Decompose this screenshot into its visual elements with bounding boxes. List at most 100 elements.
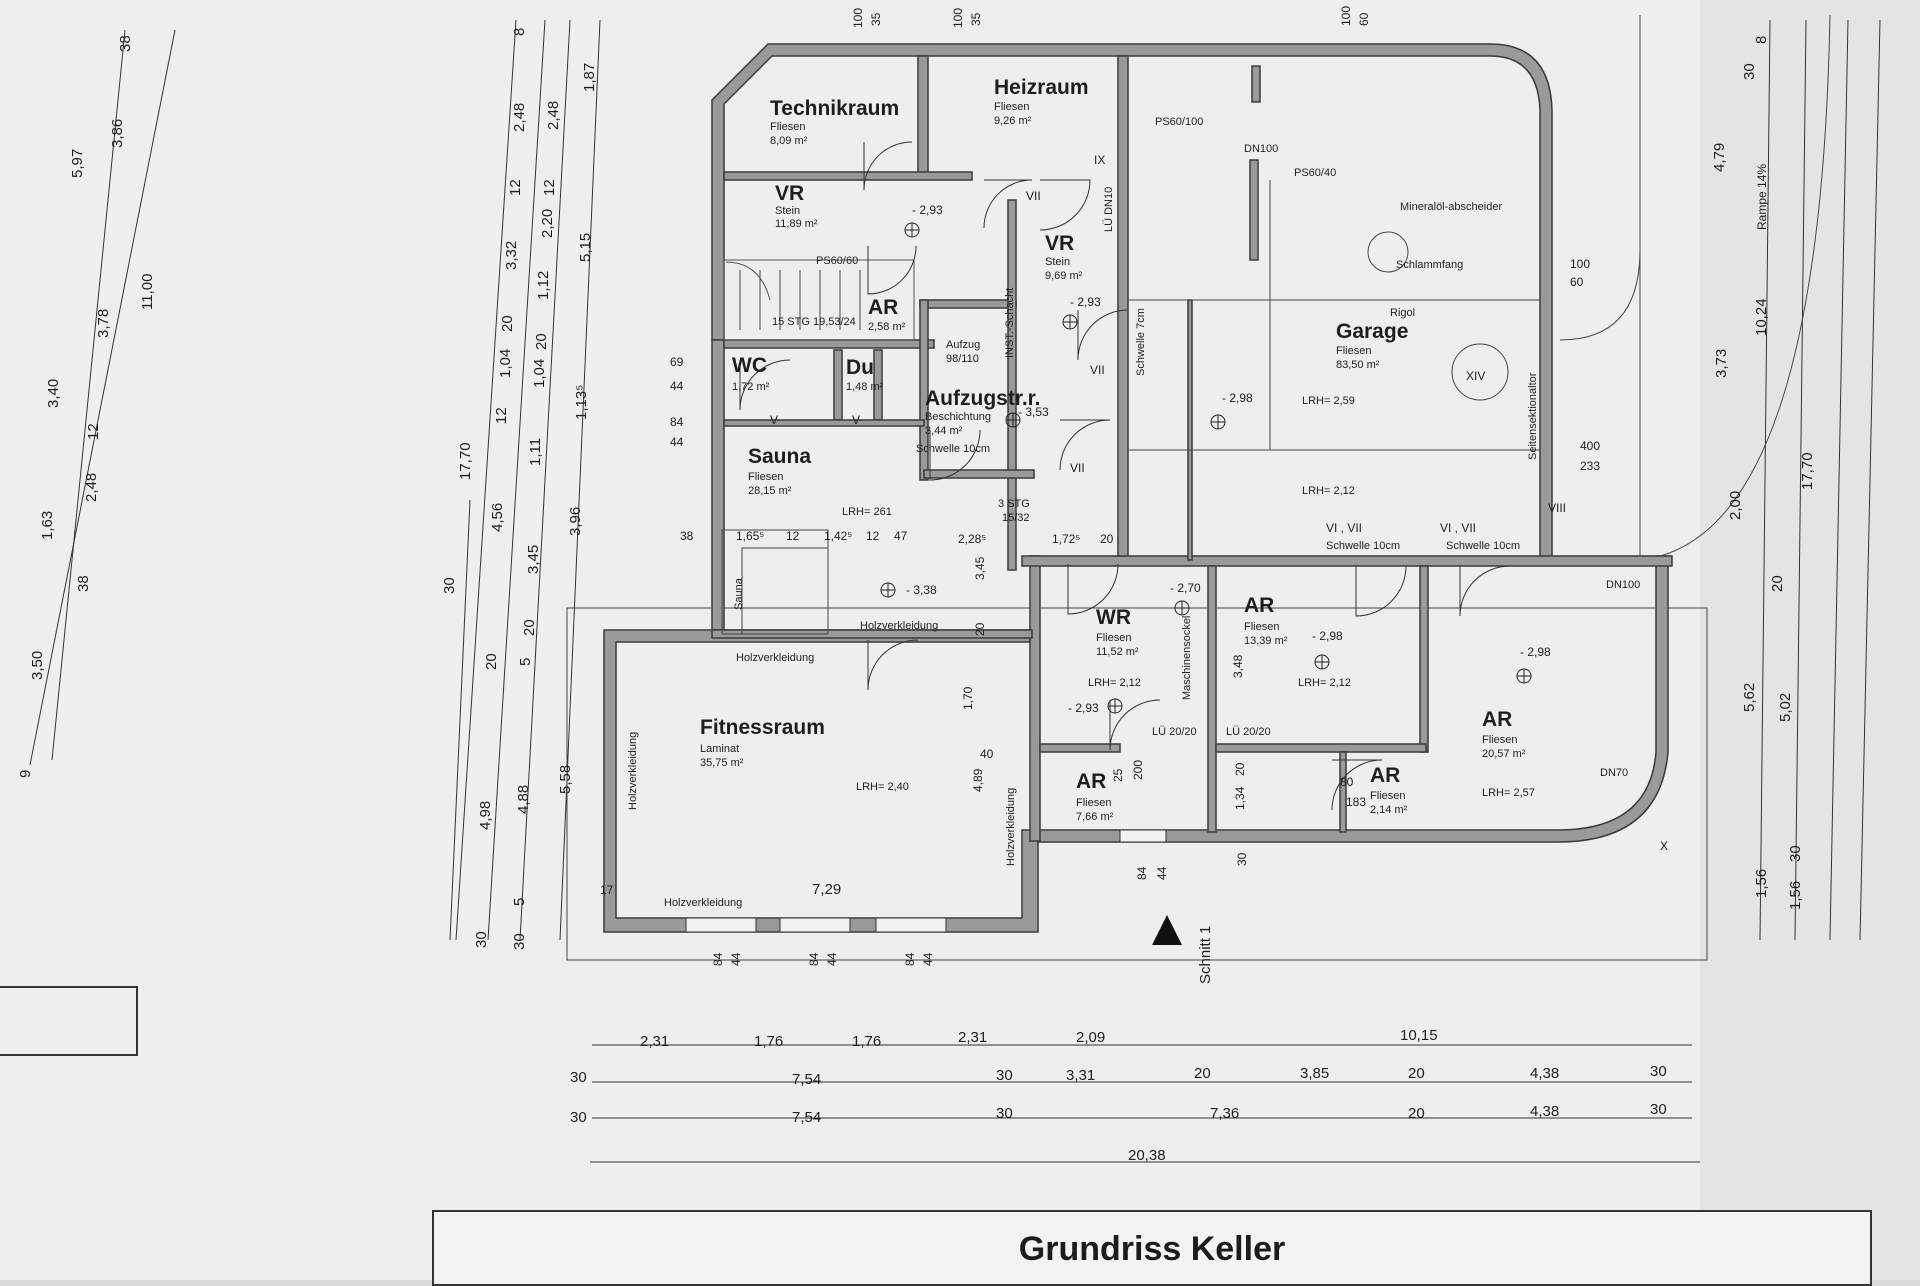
label-dn100: DN100	[1244, 143, 1278, 155]
left-rcol-1: 5,15	[577, 233, 594, 262]
right-dim-0: 30	[1741, 63, 1758, 80]
room-name-garage: Garage	[1336, 320, 1408, 343]
label-roman-vi-vii-b: VI , VII	[1440, 521, 1476, 535]
room-finish-vr2: Stein	[1045, 256, 1070, 268]
room-name-vr2: VR	[1045, 232, 1074, 255]
left-outer-1: 5,97	[69, 149, 86, 178]
dim-row4-0: 20,38	[1128, 1147, 1166, 1164]
label-roman-vii-b: VII	[1090, 363, 1105, 377]
left-outer-5: 3,40	[45, 379, 62, 408]
left-inner-3: 1,12	[535, 271, 552, 300]
int-dim-25: 200	[1131, 760, 1145, 780]
main-stair	[739, 270, 861, 330]
left-inner-12: 5	[511, 898, 528, 906]
dim-row2-2: 30	[996, 1067, 1013, 1084]
label-lrh-wr: LRH= 2,12	[1088, 677, 1141, 689]
right-dim-14: 60	[1570, 275, 1584, 289]
left-inner-11: 30	[511, 933, 528, 950]
left-inner-9: 5	[517, 658, 534, 666]
dim-row1-5: 10,15	[1400, 1027, 1438, 1044]
left-inner-4: 20	[533, 333, 550, 350]
dim-row2-1: 7,54	[792, 1071, 821, 1088]
label-sauna-bench: Sauna	[733, 577, 745, 610]
room-area-sauna: 28,15 m²	[748, 485, 792, 497]
room-area-garage: 83,50 m²	[1336, 359, 1380, 371]
left-mid-9: 20	[483, 653, 500, 670]
left-outer-7: 1,63	[39, 511, 56, 540]
int-dim-27: 80	[1340, 775, 1354, 789]
level-6: - 2,70	[1170, 581, 1201, 595]
int-dim-39: 35	[969, 12, 983, 26]
int-dim-22: 20	[1233, 762, 1247, 776]
label-lrh-ar3: LRH= 2,57	[1482, 787, 1535, 799]
left-mid-5: 20	[499, 315, 516, 332]
left-mid-11: 30	[441, 577, 458, 594]
room-name-ar4: AR	[1076, 770, 1106, 793]
label-schwelle10-b: Schwelle 10cm	[1446, 540, 1520, 552]
left-outer-10: 9	[17, 770, 34, 778]
room-finish-garage: Fliesen	[1336, 345, 1371, 357]
left-outer-6: 2,48	[83, 473, 100, 502]
dim-row3-2: 30	[996, 1105, 1013, 1122]
right-dim-10: 1,56	[1753, 869, 1770, 898]
int-dim-41: 60	[1357, 12, 1371, 26]
windows	[685, 829, 1167, 933]
right-dim-2: 4,79	[1711, 143, 1728, 172]
left-outer-8: 38	[75, 575, 92, 592]
label-dn70: DN70	[1600, 767, 1628, 779]
room-area-ar1: 2,58 m²	[868, 321, 906, 333]
int-dim-17: 4,89	[971, 768, 985, 792]
right-dim-1: 8	[1753, 36, 1770, 44]
room-name-vr1: VR	[775, 182, 804, 205]
int-dim-6: 1,72⁵	[1052, 532, 1080, 546]
int-dim-28: 84	[1135, 866, 1149, 880]
dim-row3-0: 30	[570, 1109, 587, 1126]
right-dim-9: 5,02	[1777, 693, 1794, 722]
room-name-technikraum: Technikraum	[770, 97, 899, 120]
int-dim-20: 3,48	[1231, 654, 1245, 678]
dim-row3-6: 30	[1650, 1101, 1667, 1118]
level-8: - 2,98	[1520, 645, 1551, 659]
label-inst-schacht: INST.-Schacht	[1004, 288, 1016, 358]
label-rigol: Rigol	[1390, 307, 1415, 319]
left-rcol-0: 1,87	[581, 63, 598, 92]
door-swings	[739, 141, 1511, 811]
dim-row2-3: 3,31	[1066, 1067, 1095, 1084]
int-dim-10: 44	[670, 379, 684, 393]
level-4: - 3,53	[1018, 405, 1049, 419]
label-holzverkleidung-left: Holzverkleidung	[627, 732, 639, 810]
right-dim-7: 20	[1769, 575, 1786, 592]
room-name-du: Du	[846, 356, 874, 379]
dim-row3-3: 7,36	[1210, 1105, 1239, 1122]
int-dim-37: 35	[869, 12, 883, 26]
label-stair-main: 15 STG 19,53/24	[772, 316, 856, 328]
room-finish-technikraum: Fliesen	[770, 121, 805, 133]
left-mid-0: 30	[473, 931, 490, 948]
bottom-dimension-lines	[590, 1044, 1700, 1163]
legend-box	[0, 986, 138, 1056]
int-dim-14: 17	[600, 883, 614, 897]
label-holzverkleidung-right: Holzverkleidung	[1005, 788, 1017, 866]
left-inner-1: 12	[541, 179, 558, 196]
room-name-sauna: Sauna	[748, 445, 811, 468]
int-dim-26: 183	[1346, 795, 1366, 809]
int-dim-23: 30	[1235, 852, 1249, 866]
room-area-ar4: 7,66 m²	[1076, 811, 1114, 823]
int-dim-9: 69	[670, 355, 684, 369]
level-3: - 2,98	[1222, 391, 1253, 405]
int-dim-11: 84	[670, 415, 684, 429]
section-label: Schnitt 1	[1197, 926, 1214, 984]
left-inner-6: 1,11	[527, 438, 544, 466]
room-finish-ar3: Fliesen	[1482, 734, 1517, 746]
left-mid-1: 8	[511, 28, 528, 36]
int-dim-3: 12	[866, 529, 880, 543]
room-area-vr2: 9,69 m²	[1045, 270, 1083, 282]
room-area-fitnessraum: 35,75 m²	[700, 757, 744, 769]
level-2: - 2,93	[1070, 295, 1101, 309]
int-dim-18: 3,45	[973, 556, 987, 580]
left-mid-7: 12	[493, 407, 510, 424]
left-outer-9: 3,50	[29, 651, 46, 680]
dim-row1-2: 1,76	[852, 1033, 881, 1050]
left-inner-2: 2,20	[539, 209, 556, 238]
right-dim-8: 5,62	[1741, 683, 1758, 712]
